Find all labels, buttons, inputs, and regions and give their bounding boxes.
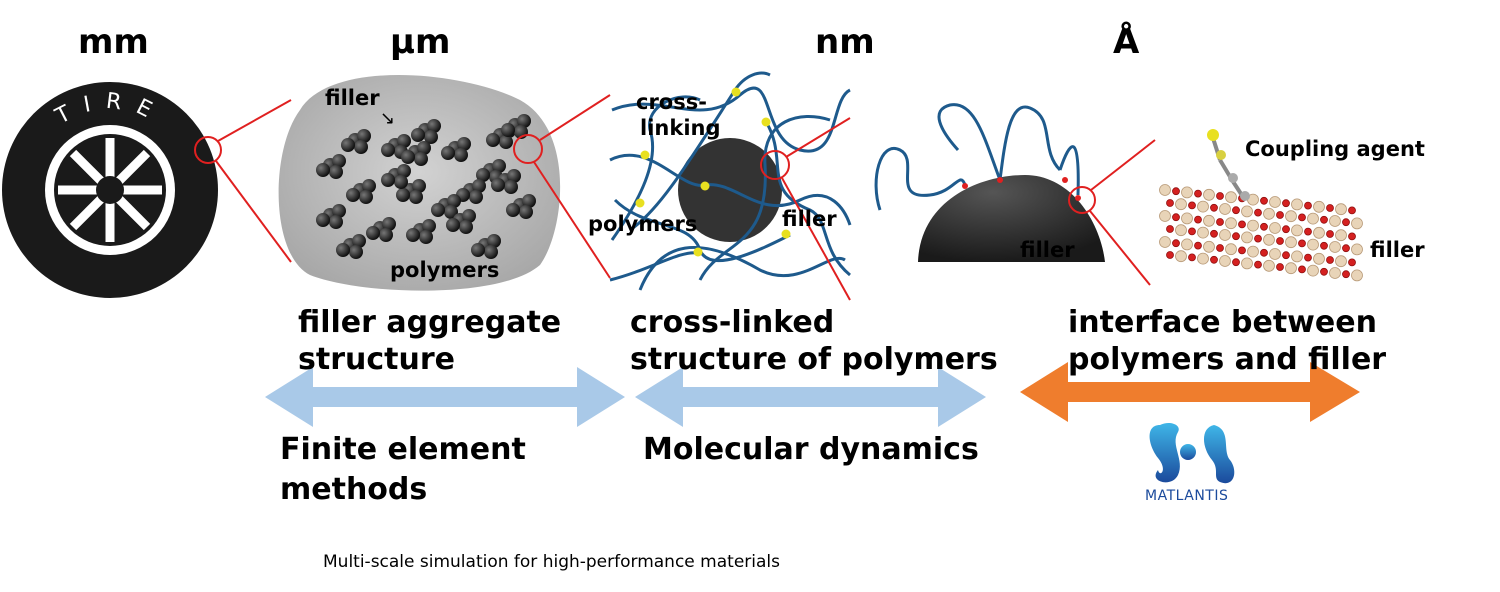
figure-caption: Multi-scale simulation for high-performa… — [323, 552, 780, 572]
polymer-network-illustration — [609, 71, 852, 291]
method-fem-line1: Finite element — [280, 432, 526, 467]
method-fem-line2: methods — [280, 472, 428, 507]
label-coupling-agent: Coupling agent — [1245, 137, 1425, 161]
matlantis-arrow — [1020, 362, 1360, 422]
title-aggregate-line2: structure — [298, 342, 455, 377]
zoom-lines-2 — [513, 94, 611, 279]
title-crosslinked-line2: structure of polymers — [630, 342, 998, 377]
coupling-agent-molecule — [1211, 137, 1247, 202]
title-crosslinked-line1: cross-linked — [630, 305, 835, 340]
scale-angstrom: Å — [1113, 22, 1140, 62]
scale-um: µm — [390, 22, 451, 62]
zoom-lines-1 — [194, 99, 292, 263]
md-arrow — [635, 367, 986, 427]
label-filler-angstrom: filler — [1020, 238, 1075, 262]
atomic-structure-illustration — [1159, 129, 1363, 282]
label-filler-um: filler — [325, 86, 380, 110]
title-interface-line2: polymers and filler — [1068, 342, 1387, 377]
title-aggregate-line1: filler aggregate — [298, 305, 562, 340]
label-cross-linking-1: cross- — [636, 90, 707, 114]
method-md: Molecular dynamics — [643, 432, 979, 467]
matlantis-logo — [1149, 422, 1235, 484]
tire-illustration: TIRE — [2, 82, 218, 298]
scale-mm: mm — [78, 22, 149, 62]
fem-arrow — [265, 367, 625, 427]
label-polymers-um: polymers — [390, 258, 500, 282]
zoom-lines-3 — [760, 117, 851, 301]
filler-interface-illustration — [874, 103, 1105, 262]
pointer-arrow-icon: ↘ — [380, 108, 396, 129]
title-interface-line1: interface between — [1068, 305, 1377, 340]
filler-aggregate-illustration — [278, 75, 561, 291]
label-filler-nm: filler — [782, 207, 837, 231]
label-cross-linking-2: linking — [640, 116, 721, 140]
label-filler-atomic: filler — [1370, 238, 1425, 262]
zoom-lines-4 — [1068, 139, 1156, 286]
label-polymers-nm: polymers — [588, 212, 698, 236]
scale-nm: nm — [815, 22, 875, 62]
matlantis-brand-text: MATLANTIS — [1145, 488, 1229, 504]
